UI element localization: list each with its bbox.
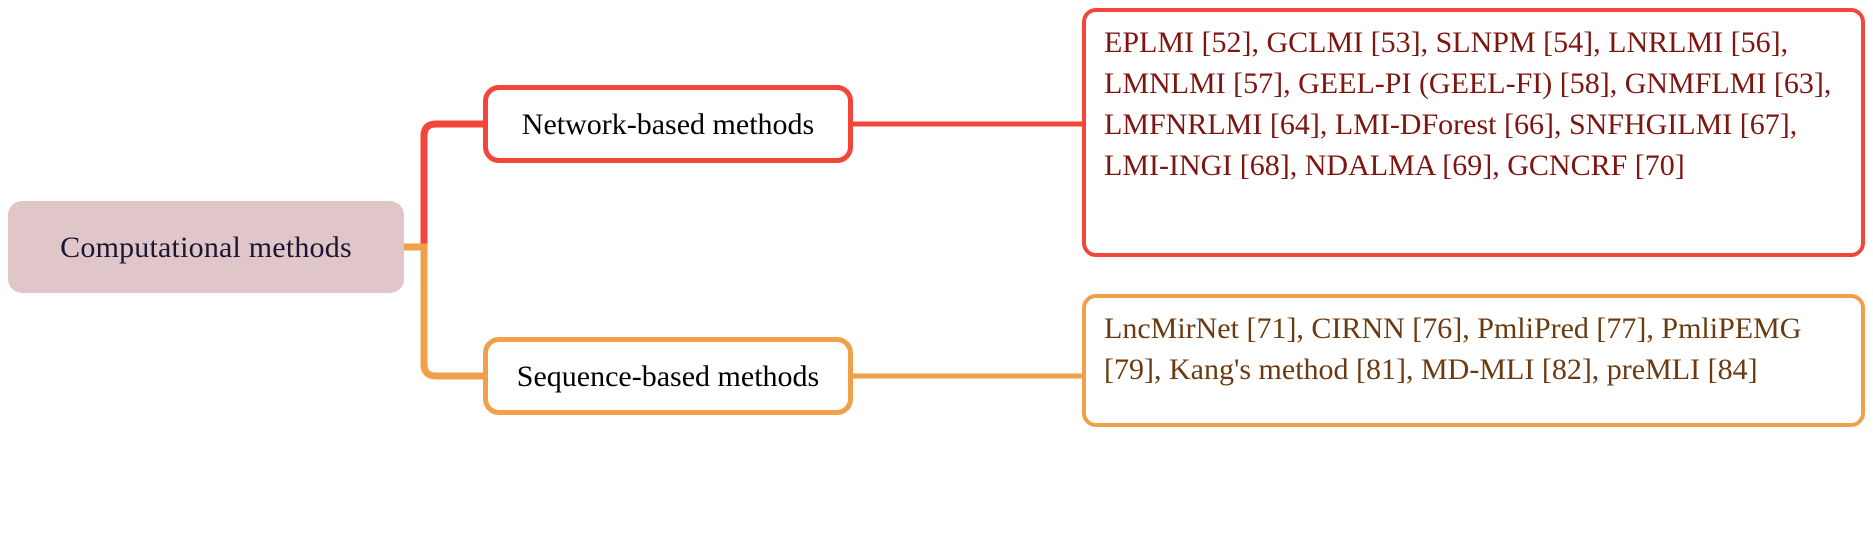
branch-node-network-label: Network-based methods: [521, 107, 815, 141]
branch-node-sequence-based-methods[interactable]: Sequence-based methods: [483, 337, 853, 415]
branch-node-network-based-methods[interactable]: Network-based methods: [483, 85, 853, 163]
connector-root-to-network: [404, 120, 483, 251]
leaf-box-sequence-methods-list[interactable]: LncMirNet [71], CIRNN [76], PmliPred [77…: [1082, 294, 1865, 427]
leaf-box-sequence-methods-text: LncMirNet [71], CIRNN [76], PmliPred [77…: [1104, 312, 1802, 387]
root-node-computational-methods[interactable]: Computational methods: [8, 201, 404, 293]
branch-node-sequence-label: Sequence-based methods: [516, 359, 820, 393]
root-node-label: Computational methods: [60, 230, 352, 264]
leaf-box-network-methods-text: EPLMI [52], GCLMI [53], SLNPM [54], LNRL…: [1104, 26, 1832, 183]
leaf-box-network-methods-list[interactable]: EPLMI [52], GCLMI [53], SLNPM [54], LNRL…: [1082, 8, 1865, 257]
connector-root-to-sequence: [404, 243, 483, 380]
